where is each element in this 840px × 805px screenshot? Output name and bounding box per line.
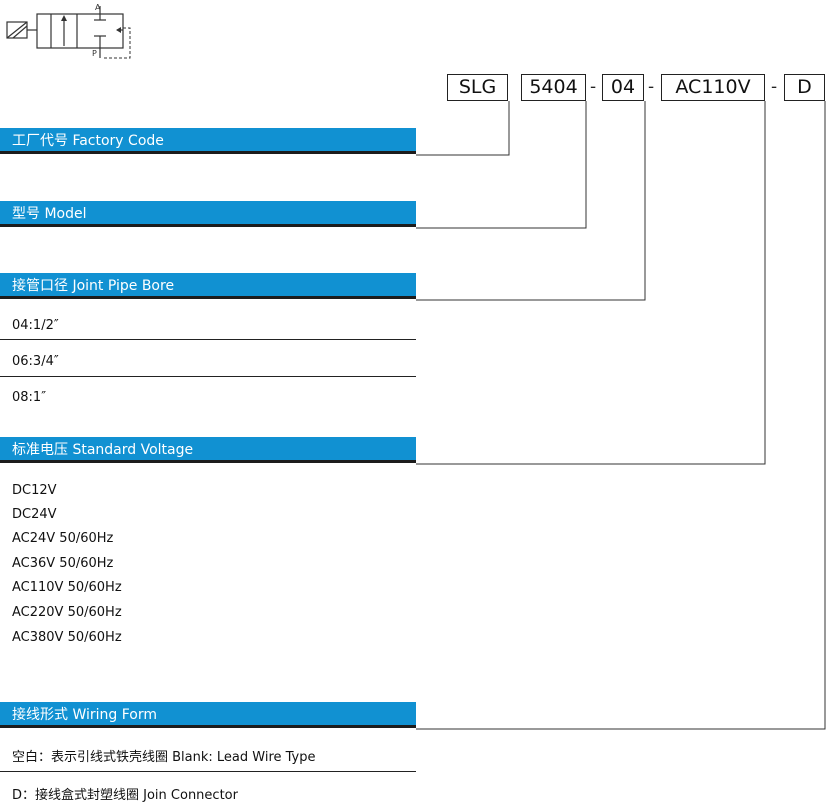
divider xyxy=(0,376,416,377)
wiring-option: D：接线盒式封塑线圈 Join Connector xyxy=(12,788,238,803)
code-separator-2: - xyxy=(648,77,655,97)
section-standard-voltage: 标准电压 Standard Voltage xyxy=(0,437,416,463)
divider xyxy=(0,339,416,340)
bore-option: 06:3/4″ xyxy=(12,354,59,369)
connector-model xyxy=(416,101,587,229)
port-label-p: P xyxy=(92,49,97,58)
connector-wiring xyxy=(416,101,826,730)
code-separator-3: - xyxy=(771,77,778,97)
voltage-option: AC36V 50/60Hz xyxy=(12,556,114,571)
code-model: 5404 xyxy=(521,74,586,101)
code-bore: 04 xyxy=(602,74,644,101)
code-factory: SLG xyxy=(447,74,508,101)
bore-option: 08:1″ xyxy=(12,390,47,405)
port-label-a: A xyxy=(95,3,101,12)
wiring-option: 空白：表示引线式铁壳线圈 Blank: Lead Wire Type xyxy=(12,750,316,765)
valve-symbol-icon: A P xyxy=(6,3,131,59)
connector-voltage xyxy=(416,101,766,465)
voltage-option: DC24V xyxy=(12,507,57,522)
voltage-option: AC110V 50/60Hz xyxy=(12,580,122,595)
code-separator-1: - xyxy=(590,77,597,97)
voltage-option: DC12V xyxy=(12,483,57,498)
voltage-option: AC220V 50/60Hz xyxy=(12,605,122,620)
connector-bore xyxy=(416,101,646,301)
code-voltage: AC110V xyxy=(661,74,765,101)
section-model: 型号 Model xyxy=(0,201,416,227)
code-wiring: D xyxy=(784,74,825,101)
connector-factory xyxy=(416,101,510,156)
voltage-option: AC24V 50/60Hz xyxy=(12,531,114,546)
bore-option: 04:1/2″ xyxy=(12,318,59,333)
section-joint-pipe-bore: 接管口径 Joint Pipe Bore xyxy=(0,273,416,299)
voltage-option: AC380V 50/60Hz xyxy=(12,630,122,645)
section-wiring-form: 接线形式 Wiring Form xyxy=(0,702,416,728)
divider xyxy=(0,771,416,772)
section-factory-code: 工厂代号 Factory Code xyxy=(0,128,416,154)
